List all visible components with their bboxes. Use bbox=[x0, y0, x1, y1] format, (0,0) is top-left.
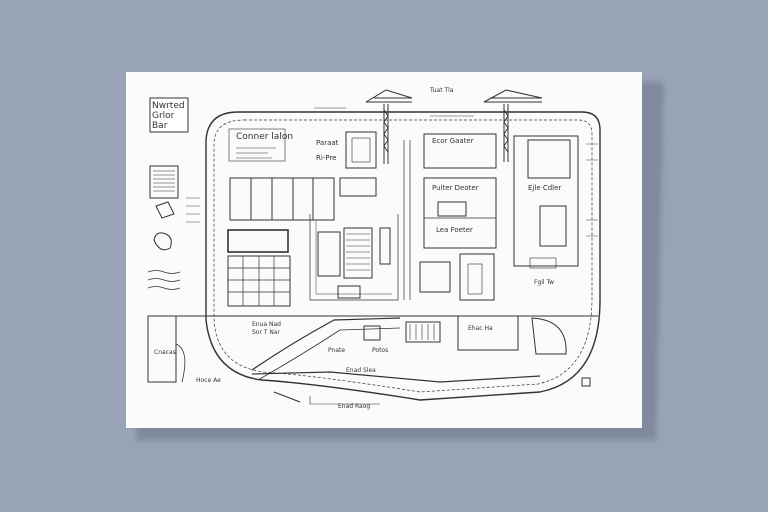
building-thin bbox=[379, 227, 391, 265]
site-title: Conner lalon bbox=[236, 132, 293, 142]
label-zone-mid: Pulter Deoter bbox=[432, 184, 479, 192]
south-box-c bbox=[457, 315, 519, 351]
label-road-left: Pnate bbox=[328, 347, 345, 354]
label-south-east: Ehac Ha bbox=[468, 325, 493, 332]
parking-grid-lines bbox=[228, 256, 290, 306]
south-box-a bbox=[363, 325, 381, 341]
crane-left-icon bbox=[365, 89, 413, 164]
zone-mid bbox=[423, 177, 497, 249]
east-block bbox=[513, 135, 579, 267]
annotation-strokes bbox=[186, 107, 598, 237]
legend-symbol-1 bbox=[155, 201, 175, 219]
east-block-top bbox=[527, 139, 571, 179]
zone-mid-room bbox=[437, 201, 467, 217]
arrow bbox=[273, 391, 301, 403]
label-crane-note: Tuat Tla bbox=[429, 87, 454, 94]
label-sw-2: Sor T Nar bbox=[252, 329, 281, 336]
curved-road bbox=[251, 317, 401, 371]
curved-building bbox=[531, 317, 567, 355]
crane-base-inner bbox=[351, 137, 371, 163]
building-small-b bbox=[317, 231, 341, 277]
label-bottom-road: Enad Slea bbox=[346, 367, 376, 374]
building-rect-right bbox=[459, 253, 495, 301]
legend-box bbox=[149, 97, 189, 133]
zone-ne bbox=[423, 133, 497, 169]
parking-block-top bbox=[229, 177, 335, 221]
crane-right-icon bbox=[483, 89, 543, 162]
label-parcel: Paraat bbox=[316, 139, 339, 147]
east-block-room bbox=[539, 205, 567, 247]
legend-symbol-2 bbox=[153, 232, 172, 251]
site-boundary bbox=[205, 111, 601, 401]
label-left-mark2: Hoce Ae bbox=[196, 377, 221, 384]
building-small-a bbox=[339, 177, 377, 197]
legend-hatch-box bbox=[149, 165, 179, 199]
legend-title-line1: Nwrted bbox=[152, 101, 185, 111]
building-hatched bbox=[343, 227, 373, 279]
label-zone-ne: Ecor Gaater bbox=[432, 137, 474, 145]
corner-mark bbox=[581, 377, 591, 387]
building-rect-inner bbox=[467, 263, 483, 295]
title-area bbox=[228, 128, 286, 162]
storage-block bbox=[227, 229, 289, 253]
label-east-low: Fgil Tw bbox=[534, 279, 554, 286]
inner-road bbox=[309, 214, 399, 301]
south-road bbox=[251, 371, 541, 383]
legend-title-line3: Bar bbox=[152, 121, 168, 131]
south-box-b bbox=[405, 321, 441, 343]
legend-waves bbox=[147, 270, 181, 290]
building-tiny bbox=[337, 285, 361, 299]
site-boundary-inner bbox=[213, 119, 593, 393]
building-crane-base bbox=[345, 131, 377, 169]
label-sw-1: Enua Nad bbox=[252, 321, 281, 328]
legend-title-line2: Grlor bbox=[152, 111, 175, 121]
building-square bbox=[419, 261, 451, 293]
parking-dividers bbox=[250, 178, 314, 220]
label-road-left2: Potos bbox=[372, 347, 388, 354]
label-entry: Ri-Pre bbox=[316, 154, 336, 162]
label-left-mark: Cnacas bbox=[154, 349, 176, 356]
label-zone-bottom: Lea Foeter bbox=[436, 226, 473, 234]
inner-road-2 bbox=[315, 220, 392, 295]
legend-hatch bbox=[153, 170, 175, 192]
hatch-lines bbox=[346, 233, 370, 271]
label-bottom-center: Enad Raog bbox=[338, 403, 370, 410]
label-east-block: Ejle Cdler bbox=[528, 184, 561, 192]
sw-box bbox=[147, 315, 177, 383]
